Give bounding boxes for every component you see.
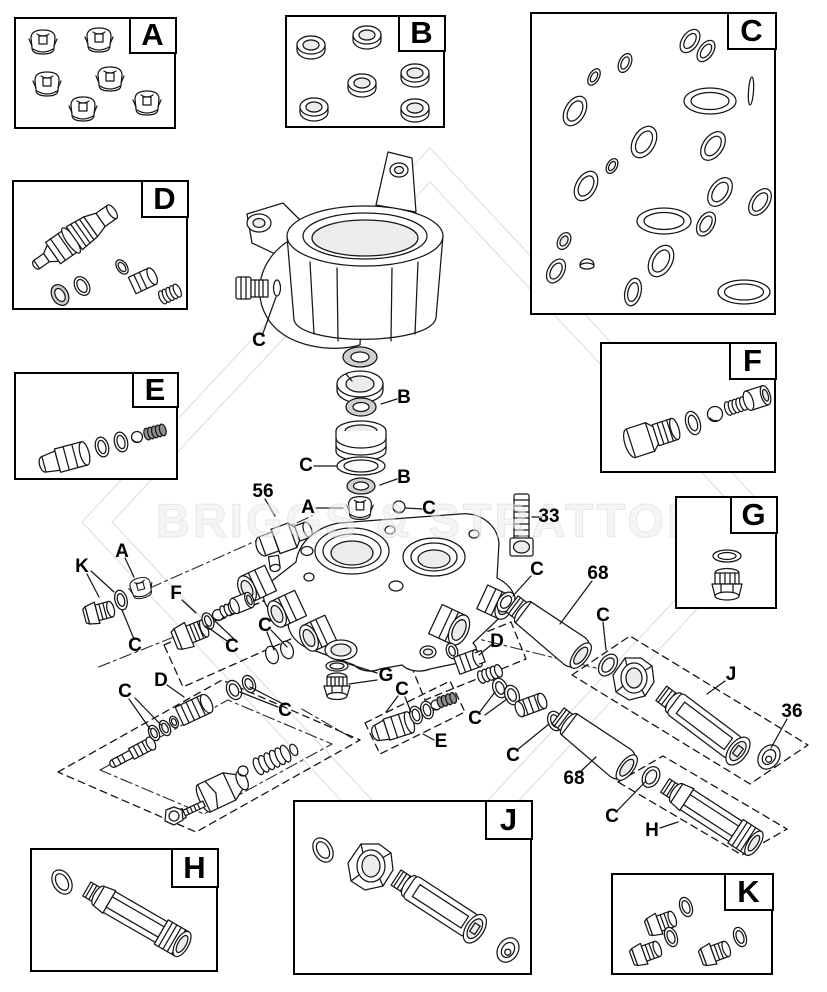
- check-ball: [392, 500, 406, 514]
- kit-d-label: D: [153, 180, 176, 216]
- kit-d-parts: [32, 204, 183, 306]
- callout-j: J: [725, 664, 737, 685]
- kit-box-h: H: [30, 847, 219, 972]
- callout-68: 68: [587, 563, 609, 584]
- callout-b: B: [397, 467, 411, 488]
- kit-h-label: H: [183, 849, 206, 885]
- kit-h-label-tab: H: [170, 847, 219, 888]
- leader-lines: [86, 296, 788, 829]
- callout-f: F: [170, 583, 182, 604]
- callout-d: D: [490, 631, 504, 652]
- callout-68: 68: [563, 768, 585, 789]
- callout-c: C: [468, 708, 482, 729]
- outlet-tube-assembly-j: [597, 653, 781, 770]
- outlet-tube-assembly-h: [641, 766, 764, 857]
- callout-56: 56: [252, 481, 274, 502]
- kit-b-label: B: [410, 15, 433, 50]
- kit-a-parts: [28, 27, 162, 122]
- kit-j-parts: [312, 837, 520, 963]
- kit-j-label-tab: J: [484, 799, 533, 840]
- kit-k-parts: [627, 894, 750, 970]
- unloader-assembly: [109, 674, 299, 826]
- kit-box-c: C: [530, 11, 777, 315]
- kit-a-label-tab: A: [128, 16, 177, 54]
- kit-h-parts: [51, 869, 192, 958]
- kit-k-label-tab: K: [723, 872, 774, 911]
- tube-68-upper: [496, 591, 592, 669]
- kit-box-d: D: [12, 179, 189, 310]
- drain-plug-oring: [272, 279, 282, 297]
- kit-g-label: G: [741, 496, 766, 532]
- kit-k-label: K: [737, 873, 760, 909]
- watermark-text: BRIGGS & STRATTON: [156, 494, 704, 547]
- thermal-valve-kit-d-parts: [445, 642, 504, 684]
- callout-a: A: [115, 541, 129, 562]
- kit-e-label: E: [144, 371, 166, 407]
- callout-h: H: [645, 820, 659, 841]
- kit-box-b: B: [285, 14, 446, 128]
- manifold: [237, 513, 516, 672]
- kit-d-label-tab: D: [140, 179, 189, 218]
- kit-j-label: J: [499, 801, 518, 837]
- callout-c: C: [395, 679, 409, 700]
- kit-box-j: J: [293, 799, 533, 975]
- callout-c: C: [605, 806, 619, 827]
- drain-plug: [235, 276, 269, 300]
- check-valve-kit-f-parts: [170, 591, 255, 650]
- callout-c: C: [530, 559, 544, 580]
- kit-f-parts: [623, 384, 772, 459]
- callout-g: G: [378, 665, 394, 686]
- thermal-relief-valve: [32, 204, 119, 270]
- callout-c: C: [128, 635, 142, 656]
- callout-c: C: [278, 700, 292, 721]
- plug-kit-k-parts: [82, 576, 153, 625]
- kit-box-f: F: [600, 341, 777, 473]
- callout-c: C: [422, 498, 436, 519]
- callout-c: C: [258, 615, 272, 636]
- kit-e-parts: [38, 423, 167, 473]
- callout-e: E: [434, 731, 448, 752]
- callout-33: 33: [538, 506, 560, 527]
- kit-f-label-tab: F: [728, 341, 777, 380]
- kit-c-label-tab: C: [726, 11, 777, 50]
- callout-c: C: [225, 636, 239, 657]
- tube-68-lower: [551, 707, 638, 781]
- kit-c-parts: [545, 28, 772, 307]
- kit-c-label: C: [740, 12, 763, 48]
- kit-box-a: A: [14, 16, 177, 129]
- valve-cap: [346, 496, 374, 520]
- fitting-56: [255, 521, 313, 573]
- siphon-kit-e-parts: [371, 692, 458, 742]
- callout-b: B: [397, 387, 411, 408]
- kit-f-label: F: [743, 342, 762, 378]
- kit-a-label: A: [141, 17, 164, 52]
- callout-k: K: [75, 556, 89, 577]
- callout-d: D: [154, 670, 168, 691]
- kit-box-k: K: [611, 872, 774, 975]
- callout-c: C: [252, 330, 266, 351]
- callout-c: C: [596, 605, 610, 626]
- kit-e-label-tab: E: [131, 371, 179, 408]
- plug-kit-g-parts: [323, 660, 351, 701]
- callout-c: C: [506, 745, 520, 766]
- bolt-33: [509, 493, 534, 557]
- kit-b-label-tab: B: [397, 14, 446, 52]
- watermark-text-layer: BRIGGS & STRATTON: [155, 493, 704, 547]
- kit-box-g: G: [675, 495, 778, 609]
- kit-g-parts: [711, 549, 743, 601]
- cap-36: [757, 744, 781, 770]
- seal-stack: [335, 346, 406, 520]
- callout-c: C: [299, 455, 313, 476]
- callout-c: C: [118, 681, 132, 702]
- callout-a: A: [301, 497, 315, 518]
- kit-b-parts: [296, 25, 430, 123]
- kit-g-label-tab: G: [729, 495, 778, 534]
- callout-36: 36: [781, 701, 803, 722]
- kit-box-e: E: [14, 371, 179, 480]
- pump-housing: [235, 151, 444, 349]
- valve-cap: [128, 576, 153, 600]
